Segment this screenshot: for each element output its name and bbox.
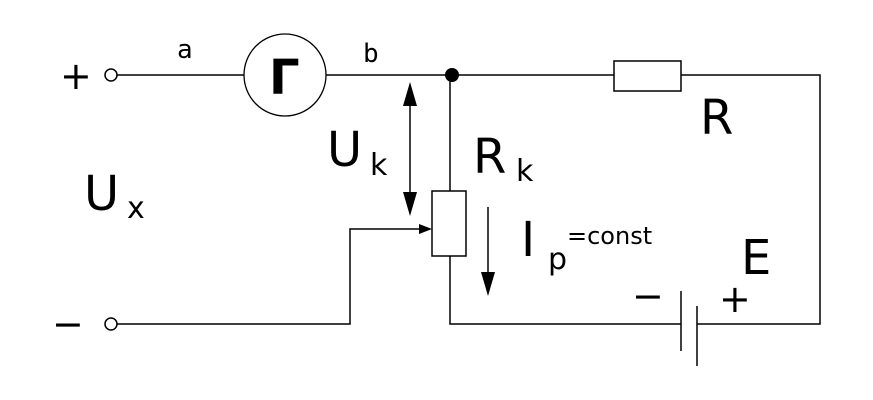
resistor-r-body bbox=[613, 60, 682, 92]
rk-subscript: k bbox=[516, 154, 534, 189]
minus-terminal-circle bbox=[104, 317, 118, 331]
ux-label: U bbox=[84, 166, 119, 222]
uk-arrow-bottom-head bbox=[403, 192, 417, 216]
current-subscript: p bbox=[548, 242, 567, 277]
resistor-rk-body bbox=[431, 190, 467, 257]
current-label: I bbox=[521, 212, 535, 268]
uk-arrow-top-head bbox=[403, 82, 417, 106]
ux-subscript: x bbox=[127, 191, 145, 226]
node-b-label: b bbox=[363, 39, 379, 69]
node-a-label: a bbox=[177, 35, 193, 65]
wire-rk-to-battery bbox=[449, 256, 681, 325]
uk-label: U bbox=[327, 122, 362, 178]
uk-subscript: k bbox=[370, 148, 388, 183]
wiper-arrowhead bbox=[419, 224, 432, 234]
plus-terminal-label: + bbox=[60, 54, 92, 98]
battery-plus-label: + bbox=[719, 277, 751, 321]
plus-terminal-circle bbox=[104, 68, 118, 82]
battery-label: E bbox=[741, 230, 771, 286]
battery-minus-label: − bbox=[632, 274, 664, 318]
resistor-r-label: R bbox=[700, 90, 733, 146]
galvanometer-label: Г bbox=[269, 50, 300, 106]
current-superscript: =const bbox=[567, 222, 652, 250]
current-arrowhead bbox=[481, 272, 495, 296]
wire-right-loop bbox=[681, 74, 821, 325]
rk-label: R bbox=[473, 129, 506, 185]
wire-minus-to-wiper bbox=[117, 228, 422, 325]
minus-terminal-label: − bbox=[52, 302, 84, 346]
